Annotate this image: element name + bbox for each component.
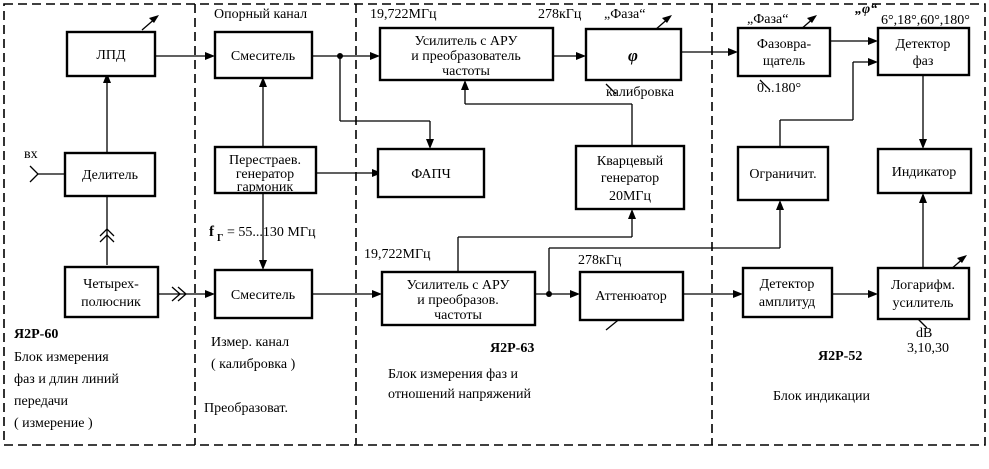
attenuator-label: Аттенюатор (595, 289, 667, 304)
lpd-block: ЛПД (65, 30, 157, 78)
rf-double-arrows (99, 228, 187, 302)
ya2r63-desc-2: отношений напряжений (388, 387, 532, 402)
ya2r63-code: Я2Р-63 (490, 341, 534, 356)
fg-range-label: = 55...130 МГц (227, 225, 316, 240)
quartz-gen-label-3: 20МГц (609, 189, 652, 204)
quadripole-label-1: Четырех- (83, 277, 139, 292)
agc-amp-top-label-1: Усилитель с АРУ (415, 34, 518, 49)
phase-shifter-label-2: щатель (763, 54, 805, 69)
quadripole-block: Четырех- полюсник (63, 265, 160, 319)
input-label: вх (24, 147, 38, 162)
calibration-label: калибровка (606, 85, 675, 100)
signal-wires (29, 40, 924, 295)
amp-detector-label-1: Детектор (760, 277, 815, 292)
lpd-label: ЛПД (96, 48, 126, 63)
phase-shifter-label-1: Фазовра- (757, 37, 812, 52)
phase-shifter-block: Фазовра- щатель (736, 26, 832, 78)
indicator-block: Индикатор (876, 147, 973, 195)
attenuator-block: Аттенюатор (578, 270, 685, 322)
log-amp-block: Логарифм. усилитель (876, 266, 971, 321)
if-bottom-label: 278кГц (578, 253, 622, 268)
if-top-label: 278кГц (538, 7, 582, 22)
quartz-gen-label-1: Кварцевый (597, 154, 664, 169)
divider-block: Делитель (63, 151, 157, 198)
harmonic-gen-label-3: гармоник (237, 180, 294, 195)
freq-bottom-label: 19,722МГц (364, 247, 431, 262)
limiter-block: Ограничит. (736, 145, 830, 202)
phase-top-label: „Фаза“ (604, 7, 645, 22)
agc-amp-bottom-label-1: Усилитель с АРУ (407, 278, 510, 293)
harmonic-gen-label-1: Перестраев. (229, 153, 301, 168)
db-label: dB (916, 326, 932, 341)
phi-block: φ (584, 27, 683, 82)
harmonic-gen-block: Перестраев. генератор гармоник (213, 145, 318, 195)
quadripole-label-2: полюсник (81, 295, 141, 310)
arrow-heads (103, 37, 927, 298)
meas-channel-2: ( калибровка ) (211, 357, 296, 372)
fapch-label: ФАПЧ (411, 167, 451, 182)
agc-amp-bottom-label-3: частоты (434, 308, 482, 323)
phi-symbol-label: „φ“ (855, 2, 877, 17)
ya2r52-code: Я2Р-52 (818, 349, 862, 364)
phase-detector-label-2: фаз (913, 54, 934, 69)
signal-labels: вх Опорный канал 19,722МГц 278кГц „Фаза“… (24, 2, 970, 356)
agc-amp-top-label-3: частоты (442, 64, 490, 79)
ya2r60-desc-4: ( измерение ) (14, 416, 93, 431)
agc-amp-top-block: Усилитель с АРУ и преобразователь частот… (378, 26, 555, 82)
agc-amp-top-label-2: и преобразователь (411, 49, 520, 64)
amp-detector-label-2: амплитуд (759, 295, 815, 310)
fg-subscript: Г (217, 233, 223, 244)
amp-detector-block: Детектор амплитуд (741, 266, 834, 319)
fapch-block: ФАПЧ (376, 147, 486, 199)
phase-detector-block: Детектор фаз (876, 26, 971, 77)
converter-label: Преобразоват. (204, 401, 288, 416)
ya2r63-desc-1: Блок измерения фаз и (388, 367, 518, 382)
ya2r60-code: Я2Р-60 (14, 327, 58, 342)
quartz-gen-label-2: генератор (601, 171, 659, 186)
agc-amp-bottom-label-2: и преобразов. (417, 293, 499, 308)
agc-amp-bottom-block: Усилитель с АРУ и преобразов. частоты (380, 270, 537, 327)
quartz-gen-block: Кварцевый генератор 20МГц (574, 144, 686, 211)
section-borders (3, 3, 986, 446)
ya2r60-desc-2: фаз и длин линий (14, 372, 119, 387)
ya2r52-desc: Блок индикации (773, 389, 871, 404)
log-amp-label-2: усилитель (893, 296, 954, 311)
freq-top-label: 19,722МГц (370, 7, 437, 22)
ya2r60-desc-3: передачи (14, 394, 69, 409)
shift-range-label: 0...180° (757, 81, 801, 96)
limiter-label: Ограничит. (749, 167, 816, 182)
section-descriptions: Я2Р-60 Блок измерения фаз и длин линий п… (14, 327, 871, 431)
log-amp-label-1: Логарифм. (891, 278, 955, 293)
mixer-meas-label: Смеситель (231, 288, 295, 303)
meas-channel-1: Измер. канал (211, 335, 289, 350)
harmonic-gen-label-2: генератор (236, 167, 294, 182)
phi-label: φ (628, 46, 638, 65)
ya2r60-desc-1: Блок измерения (14, 350, 109, 365)
mixer-ref-label: Смеситель (231, 49, 295, 64)
mixer-ref-block: Смеситель (213, 30, 314, 80)
phase-right-label: „Фаза“ (747, 12, 788, 27)
divider-label: Делитель (82, 168, 138, 183)
phase-detector-label-1: Детектор (896, 37, 951, 52)
db-values-label: 3,10,30 (907, 341, 949, 356)
phi-values-label: 6°,18°,60°,180° (881, 13, 970, 28)
mixer-meas-block: Смеситель (213, 268, 314, 320)
fg-symbol: f (209, 224, 215, 240)
ref-channel-label: Опорный канал (214, 7, 307, 22)
junction-dots (337, 53, 552, 297)
indicator-label: Индикатор (892, 165, 957, 180)
